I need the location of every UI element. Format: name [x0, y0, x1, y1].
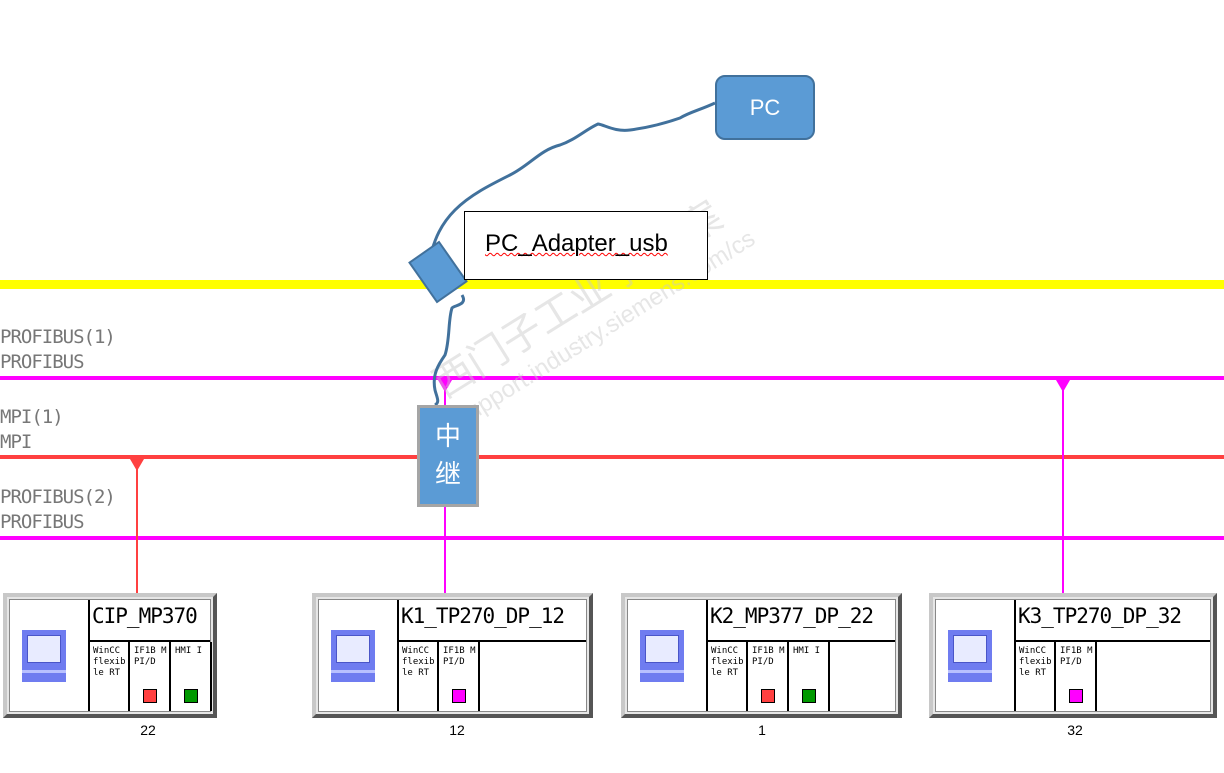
- mpi1-label: MPI(1) MPI: [0, 405, 64, 455]
- k1-profibus-connector: [438, 380, 452, 392]
- profibus2-name: PROFIBUS(2): [0, 486, 116, 508]
- device-address: 22: [140, 722, 156, 738]
- module-slot[interactable]: WinCC flexible RT: [1016, 642, 1056, 711]
- divider: [88, 600, 90, 711]
- profibus2-type: PROFIBUS: [0, 511, 85, 533]
- divider: [397, 600, 399, 711]
- module-slot[interactable]: WinCC flexible RT: [399, 642, 439, 711]
- divider: [88, 640, 210, 642]
- repeater-label-line2: 继: [434, 460, 461, 490]
- profibus1-type: PROFIBUS: [0, 351, 85, 373]
- pc-node[interactable]: PC: [715, 75, 815, 140]
- mpi1-name: MPI(1): [0, 406, 64, 428]
- module-label: WinCC flexible RT: [93, 646, 126, 678]
- module-slot[interactable]: HMI I: [790, 642, 830, 711]
- pc-adapter-label-box: PC_Adapter_usb: [464, 211, 708, 280]
- device-name: K1_TP270_DP_12: [401, 604, 565, 628]
- profibus1-line[interactable]: [0, 376, 1224, 380]
- module-slot[interactable]: IF1B MPI/D: [1057, 642, 1097, 711]
- mpi1-type: MPI: [0, 431, 32, 453]
- pc-adapter-label: PC_Adapter_usb: [485, 230, 668, 257]
- divider: [1014, 640, 1210, 642]
- divider: [706, 640, 895, 642]
- cip-mpi-connector: [130, 459, 144, 471]
- module-slot[interactable]: IF1B MPI/D: [440, 642, 480, 711]
- module-label: WinCC flexible RT: [711, 646, 744, 678]
- module-label: WinCC flexible RT: [402, 646, 435, 678]
- repeater-node[interactable]: 中 继: [417, 405, 479, 507]
- hmi-station-icon: [22, 630, 66, 682]
- mpi1-line[interactable]: [0, 455, 1224, 459]
- module-slot[interactable]: IF1B MPI/D: [131, 642, 171, 711]
- profibus2-label: PROFIBUS(2) PROFIBUS: [0, 485, 116, 535]
- module-label: IF1B MPI/D: [1060, 646, 1093, 667]
- interface-led-icon: [802, 689, 816, 703]
- module-slot[interactable]: HMI I: [172, 642, 212, 711]
- device-address: 12: [449, 722, 465, 738]
- k3-profibus-drop: [1062, 380, 1064, 593]
- pc-label: PC: [749, 94, 781, 120]
- module-label: IF1B MPI/D: [752, 646, 785, 667]
- module-slot[interactable]: WinCC flexible RT: [708, 642, 748, 711]
- divider: [706, 600, 708, 711]
- cable-lower: [432, 294, 465, 407]
- interface-led-icon: [143, 689, 157, 703]
- hmi-station-icon: [948, 630, 992, 682]
- profibus2-line[interactable]: [0, 536, 1224, 540]
- cable-upper: [430, 101, 716, 251]
- interface-led-icon: [184, 689, 198, 703]
- device-address: 1: [758, 722, 766, 738]
- module-label: HMI I: [793, 646, 821, 656]
- divider: [1014, 600, 1016, 711]
- device-name: K2_MP377_DP_22: [710, 604, 874, 628]
- interface-led-icon: [1069, 689, 1083, 703]
- device-name: CIP_MP370: [92, 604, 198, 628]
- profibus1-label: PROFIBUS(1) PROFIBUS: [0, 325, 116, 375]
- cip-mpi-drop: [136, 459, 138, 593]
- usb-adapter-body: [408, 240, 468, 304]
- module-label: IF1B MPI/D: [134, 646, 167, 667]
- hmi-station-icon: [331, 630, 375, 682]
- device-address: 32: [1067, 722, 1083, 738]
- yellow-bus-line: [0, 280, 1224, 289]
- module-slot[interactable]: IF1B MPI/D: [749, 642, 789, 711]
- device-name: K3_TP270_DP_32: [1018, 604, 1182, 628]
- divider: [397, 640, 586, 642]
- module-label: IF1B MPI/D: [443, 646, 476, 667]
- k3-profibus-connector: [1056, 380, 1070, 392]
- module-label: HMI I: [175, 646, 203, 656]
- repeater-label-line1: 中: [434, 422, 461, 452]
- module-label: WinCC flexible RT: [1019, 646, 1052, 678]
- profibus1-name: PROFIBUS(1): [0, 326, 116, 348]
- hmi-station-icon: [640, 630, 684, 682]
- module-slot[interactable]: WinCC flexible RT: [90, 642, 130, 711]
- interface-led-icon: [761, 689, 775, 703]
- interface-led-icon: [452, 689, 466, 703]
